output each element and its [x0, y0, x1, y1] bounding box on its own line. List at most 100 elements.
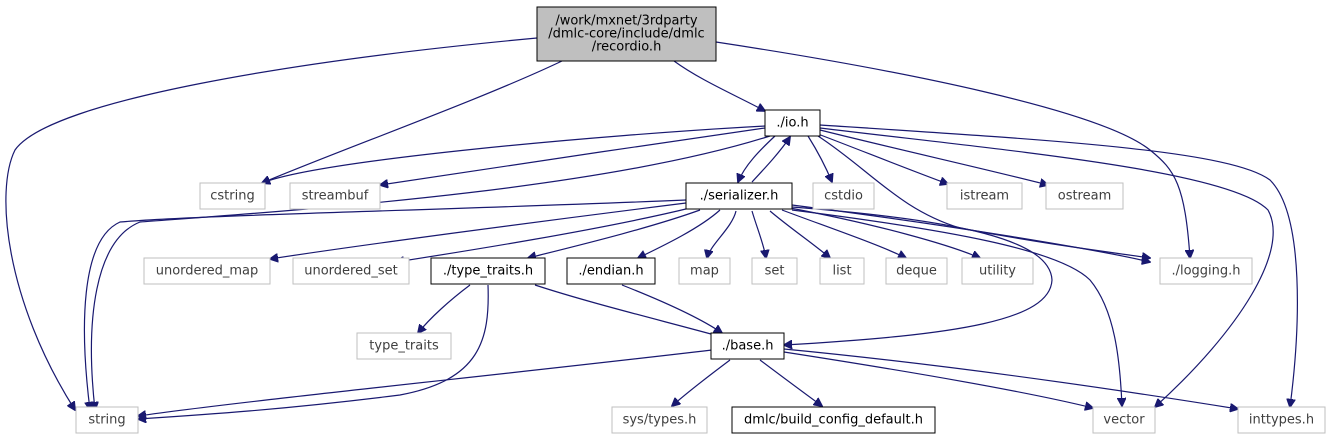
node-recordio[interactable]: /work/mxnet/3rdparty /dmlc-core/include/…: [536, 6, 717, 62]
node-box: [812, 182, 875, 210]
edge-serializer-to-logging: [791, 204, 1150, 262]
node-label: ostream: [1058, 189, 1112, 204]
edge-io-to-ostream: [819, 129, 1048, 185]
node-endian[interactable]: ./endian.h: [566, 257, 656, 285]
node-box: [356, 332, 452, 360]
edge-type_traits_h-to-string: [138, 284, 489, 419]
node-vector[interactable]: vector: [1092, 406, 1156, 434]
node-serializer[interactable]: ./serializer.h: [685, 182, 793, 210]
node-box: [1092, 406, 1156, 434]
edge-serializer-to-vector: [791, 209, 1122, 406]
edge-base-to-inttypes: [783, 348, 1238, 409]
node-deque[interactable]: deque: [885, 257, 948, 285]
edge-recordio-to-io: [673, 60, 765, 111]
node-label: vector: [1103, 413, 1145, 428]
node-box: [885, 257, 948, 285]
node-set[interactable]: set: [751, 257, 798, 285]
node-unordered_set[interactable]: unordered_set: [292, 257, 410, 285]
edge-serializer-to-type_traits_h: [528, 209, 701, 258]
edge-io-to-inttypes: [819, 124, 1298, 407]
edge-serializer-to-io: [751, 137, 790, 183]
node-cstring[interactable]: cstring: [199, 182, 266, 210]
node-box: [961, 257, 1034, 285]
nodes: /work/mxnet/3rdparty /dmlc-core/include/…: [75, 6, 1326, 434]
node-label: ./io.h: [776, 116, 808, 131]
edge-type_traits_h-to-base: [534, 284, 722, 337]
node-box: [1045, 182, 1124, 210]
node-label: inttypes.h: [1249, 413, 1314, 428]
node-inttypes[interactable]: inttypes.h: [1237, 406, 1326, 434]
node-cstdio[interactable]: cstdio: [812, 182, 875, 210]
edge-io-to-serializer: [738, 135, 776, 182]
edge-serializer-to-unordered_set: [396, 207, 691, 262]
edges: [5, 37, 1298, 419]
node-box: [430, 257, 546, 285]
node-label: map: [690, 264, 719, 279]
edge-serializer-to-string: [83, 199, 687, 410]
node-label: string: [88, 413, 125, 428]
edge-io-to-cstring: [262, 125, 766, 183]
node-box: [1237, 406, 1326, 434]
node-box: [289, 182, 381, 210]
node-label: sys/types.h: [623, 413, 697, 428]
node-map[interactable]: map: [678, 257, 731, 285]
edge-base-to-vector: [783, 351, 1093, 408]
edge-type_traits_h-to-type_traits: [418, 284, 471, 333]
node-unordered_map[interactable]: unordered_map: [143, 257, 271, 285]
node-label: ./base.h: [722, 339, 774, 354]
node-label: deque: [896, 264, 937, 279]
node-box: [75, 406, 139, 434]
node-box: [710, 332, 785, 360]
node-string[interactable]: string: [75, 406, 139, 434]
edge-serializer-to-base: [784, 206, 1053, 345]
node-box: [678, 257, 731, 285]
edge-io-to-string: [91, 135, 771, 410]
node-label: unordered_set: [304, 264, 397, 279]
node-box: [751, 257, 798, 285]
node-streambuf[interactable]: streambuf: [289, 182, 381, 210]
edge-io-to-cstdio: [807, 135, 832, 182]
node-type_traits[interactable]: type_traits: [356, 332, 452, 360]
node-build_config[interactable]: dmlc/build_config_default.h: [731, 406, 936, 434]
node-label: istream: [960, 189, 1009, 204]
node-box: [731, 406, 936, 434]
node-box: [685, 182, 793, 210]
node-logging[interactable]: ./logging.h: [1159, 257, 1253, 285]
edge-serializer-to-unordered_map: [270, 202, 687, 259]
edge-io-to-vector: [819, 127, 1274, 407]
edge-base-to-sys_types: [672, 359, 731, 406]
node-label: type_traits: [369, 339, 439, 354]
node-label-line: /dmlc-core/include/dmlc: [548, 27, 704, 42]
node-label: ./serializer.h: [700, 189, 779, 204]
node-sys_types[interactable]: sys/types.h: [611, 406, 708, 434]
edge-serializer-to-list: [769, 210, 830, 258]
node-box: [1159, 257, 1253, 285]
node-io[interactable]: ./io.h: [764, 109, 821, 137]
edge-io-to-streambuf: [380, 127, 766, 185]
node-label: set: [765, 264, 785, 279]
node-label: streambuf: [302, 189, 369, 204]
node-ostream[interactable]: ostream: [1045, 182, 1124, 210]
node-base[interactable]: ./base.h: [710, 332, 785, 360]
node-label: cstring: [210, 189, 254, 204]
node-label-line: /recordio.h: [592, 40, 662, 55]
node-box: [764, 109, 821, 137]
edge-serializer-to-endian: [638, 209, 721, 258]
node-box: [143, 257, 271, 285]
edge-recordio-to-logging: [715, 41, 1190, 258]
node-istream[interactable]: istream: [946, 182, 1023, 210]
node-box: [946, 182, 1023, 210]
node-label: cstdio: [824, 189, 863, 204]
edge-recordio-to-cstring: [262, 60, 563, 183]
node-utility[interactable]: utility: [961, 257, 1034, 285]
edge-serializer-to-map: [707, 210, 737, 258]
node-type_traits_h[interactable]: ./type_traits.h: [430, 257, 546, 285]
node-box: [292, 257, 410, 285]
node-list[interactable]: list: [819, 257, 865, 285]
node-label: utility: [979, 264, 1016, 279]
node-box: [611, 406, 708, 434]
edge-base-to-string: [138, 349, 713, 416]
node-label: unordered_map: [156, 264, 259, 279]
node-label-line: /work/mxnet/3rdparty: [555, 14, 698, 29]
